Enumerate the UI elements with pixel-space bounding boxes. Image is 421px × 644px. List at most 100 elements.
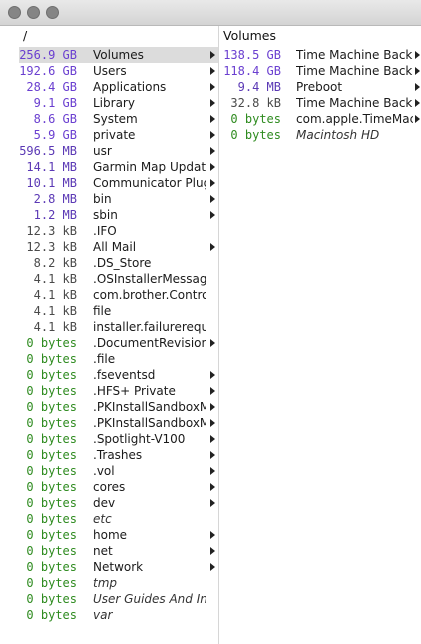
disclosure-arrow-icon[interactable] [415, 51, 420, 59]
close-window-icon[interactable] [8, 6, 21, 19]
item-size: 12.3 kB [26, 224, 77, 238]
disclosure-arrow-icon[interactable] [210, 195, 215, 203]
list-item[interactable]: 0 bytes.PKInstallSandboxMa [19, 399, 218, 415]
item-size: 0 bytes [26, 576, 77, 590]
disclosure-arrow-icon[interactable] [210, 499, 215, 507]
item-size: 0 bytes [26, 480, 77, 494]
disclosure-arrow-icon[interactable] [210, 531, 215, 539]
list-item[interactable]: 0 bytes.file [19, 351, 218, 367]
item-size: 0 bytes [26, 528, 77, 542]
list-item[interactable]: 0 bytes.PKInstallSandboxMa [19, 415, 218, 431]
disclosure-arrow-icon[interactable] [210, 163, 215, 171]
disclosure-arrow-icon[interactable] [415, 115, 420, 123]
item-name: Users [93, 64, 127, 78]
item-name: bin [93, 192, 112, 206]
disclosure-arrow-icon[interactable] [210, 83, 215, 91]
list-item[interactable]: 0 bytes.HFS+ Private [19, 383, 218, 399]
disclosure-arrow-icon[interactable] [415, 83, 420, 91]
disclosure-arrow-icon[interactable] [210, 419, 215, 427]
list-item[interactable]: 8.2 kB.DS_Store [19, 255, 218, 271]
list-item[interactable]: 0 bytes.Spotlight-V100 [19, 431, 218, 447]
disclosure-arrow-icon[interactable] [415, 67, 420, 75]
list-item[interactable]: 12.3 kB.IFO [19, 223, 218, 239]
disclosure-arrow-icon[interactable] [210, 243, 215, 251]
item-size: 256.9 GB [19, 48, 77, 62]
disclosure-arrow-icon[interactable] [210, 403, 215, 411]
disclosure-arrow-icon[interactable] [210, 371, 215, 379]
item-size: 138.5 GB [223, 48, 281, 62]
list-item[interactable]: 0 bytes etc [19, 511, 218, 527]
list-item[interactable]: 0 bytes .DocumentRevisions [19, 335, 218, 351]
disclosure-arrow-icon[interactable] [210, 51, 215, 59]
disclosure-arrow-icon[interactable] [210, 147, 215, 155]
list-item[interactable]: 32.8 kB Time Machine Backu [219, 95, 421, 111]
item-size: 0 bytes [26, 608, 77, 622]
minimize-window-icon[interactable] [27, 6, 40, 19]
item-name: usr [93, 144, 112, 158]
item-size: 8.6 GB [33, 112, 77, 126]
disclosure-arrow-icon[interactable] [210, 483, 215, 491]
zoom-window-icon[interactable] [46, 6, 59, 19]
item-size: 5.9 GB [33, 128, 77, 142]
disclosure-arrow-icon[interactable] [210, 179, 215, 187]
disclosure-arrow-icon[interactable] [210, 563, 215, 571]
item-size: 0 bytes [26, 592, 77, 606]
list-item[interactable]: 4.1 kB.OSInstallerMessages [19, 271, 218, 287]
disclosure-arrow-icon[interactable] [210, 99, 215, 107]
list-item[interactable]: 0 bytes.fseventsd [19, 367, 218, 383]
item-name: Time Machine Backu [296, 96, 413, 110]
item-size: 32.8 kB [230, 96, 281, 110]
disclosure-arrow-icon[interactable] [210, 211, 215, 219]
disclosure-arrow-icon[interactable] [415, 99, 420, 107]
item-size: 0 bytes [26, 336, 77, 350]
item-name: .Spotlight-V100 [93, 432, 186, 446]
disclosure-arrow-icon[interactable] [210, 451, 215, 459]
item-name: .PKInstallSandboxMa [93, 400, 206, 414]
list-item[interactable]: 0 bytes.Trashes [19, 447, 218, 463]
disclosure-arrow-icon[interactable] [210, 115, 215, 123]
item-size: 0 bytes [26, 512, 77, 526]
item-name: etc [93, 512, 112, 526]
list-item[interactable]: 256.9 GB Volumes [19, 47, 218, 63]
disclosure-arrow-icon[interactable] [210, 131, 215, 139]
item-size: 0 bytes [26, 544, 77, 558]
list-item[interactable]: 0 bytes.vol [19, 463, 218, 479]
disclosure-arrow-icon[interactable] [210, 435, 215, 443]
item-name: Applications [93, 80, 167, 94]
disclosure-arrow-icon[interactable] [210, 387, 215, 395]
item-name: .DocumentRevisions [93, 336, 206, 350]
item-name: Volumes [93, 48, 144, 62]
disclosure-arrow-icon[interactable] [210, 467, 215, 475]
disclosure-arrow-icon[interactable] [210, 547, 215, 555]
disclosure-arrow-icon[interactable] [210, 67, 215, 75]
disclosure-arrow-icon[interactable] [210, 339, 215, 347]
